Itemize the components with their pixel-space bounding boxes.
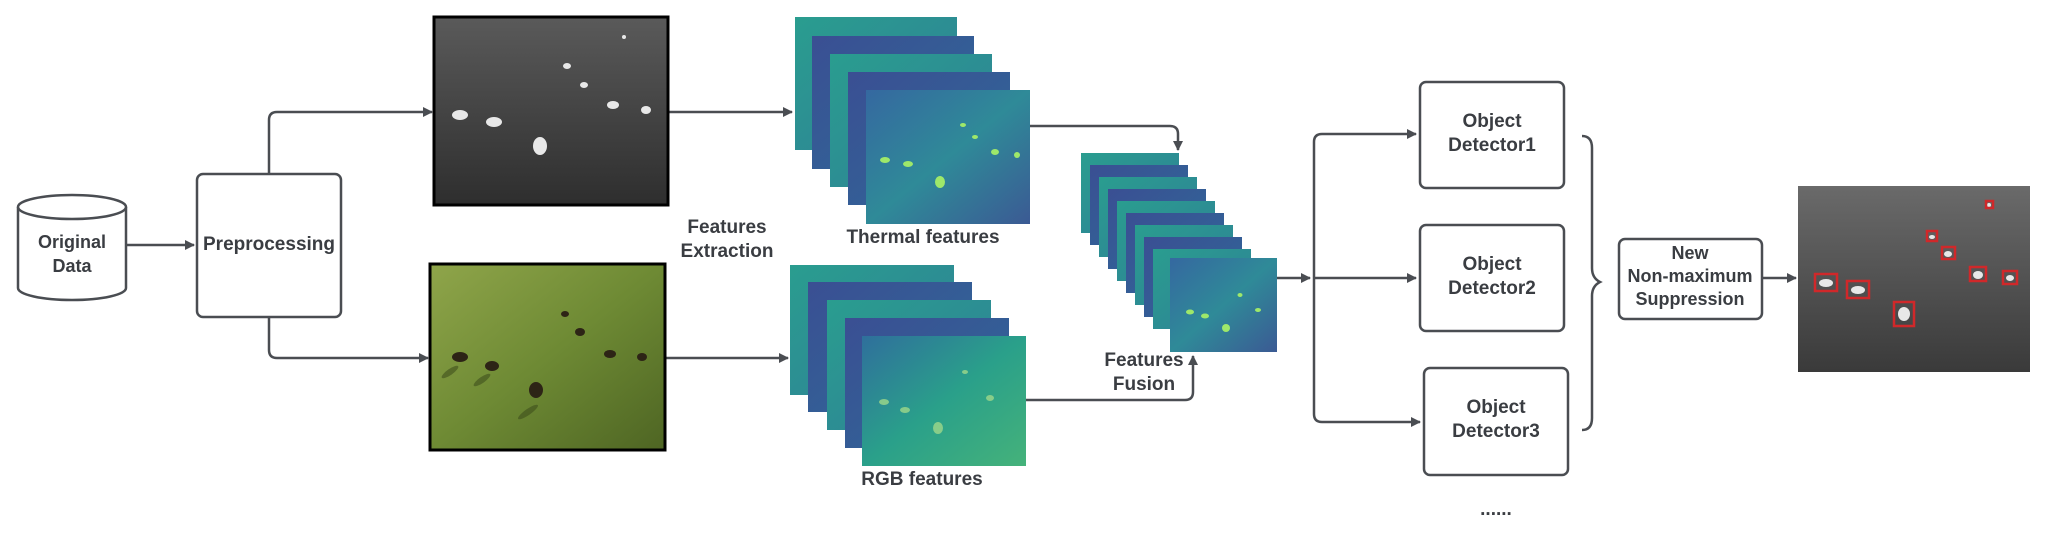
features-fusion-label-line2: Fusion — [1113, 374, 1175, 395]
rgb-input-image — [428, 262, 667, 452]
detection-box — [1940, 245, 1957, 261]
rgb-feature-spots — [879, 370, 994, 434]
detector2-label-line1: Object — [1462, 254, 1522, 275]
thermal-features-label: Thermal features — [846, 227, 999, 248]
more-detectors-ellipsis: ...... — [1480, 499, 1512, 520]
original-data-label-line1: Original — [38, 232, 106, 252]
arrow-to-detector1 — [1312, 129, 1417, 278]
original-data-node: Original Data — [16, 193, 128, 302]
arrow-thermal-features-to-fusion — [1030, 124, 1183, 151]
detectors-brace — [1581, 134, 1603, 432]
detector3-label-line2: Detector3 — [1452, 421, 1540, 442]
object-detector3-node: Object Detector3 — [1422, 366, 1570, 477]
features-extraction-label-line1: Features — [687, 217, 766, 238]
fused-feature-stack — [1081, 153, 1277, 352]
detector1-label-line1: Object — [1462, 111, 1522, 132]
thermal-input-image — [432, 15, 670, 207]
features-fusion-label-line1: Features — [1104, 350, 1183, 371]
rgb-animals — [452, 311, 647, 398]
thermal-feature-spots — [880, 123, 1020, 188]
connectors — [127, 107, 1797, 427]
rgb-shadows — [441, 365, 538, 420]
detection-box — [2001, 269, 2019, 286]
object-detector1-node: Object Detector1 — [1418, 80, 1566, 190]
thermal-feature-stack — [795, 17, 1030, 224]
features-extraction-label-line2: Extraction — [681, 241, 774, 262]
fused-feature-map-front — [1170, 258, 1277, 352]
output-animals — [1819, 203, 2014, 321]
detection-box — [1892, 300, 1916, 328]
nms-node: New Non-maximum Suppression — [1617, 237, 1764, 321]
rgb-feature-map-front — [862, 336, 1026, 466]
detector3-label-line1: Object — [1466, 397, 1526, 418]
arrow-preprocessing-to-rgb — [267, 317, 429, 363]
detection-box — [1925, 229, 1939, 243]
detection-boxes — [1813, 199, 2019, 328]
preprocessing-node: Preprocessing — [195, 172, 343, 319]
detection-box — [1845, 279, 1871, 300]
fused-feature-spots — [1186, 293, 1261, 332]
detection-box — [1968, 265, 1988, 283]
arrow-rgb-features-to-fusion — [1026, 355, 1198, 402]
detection-box — [1813, 272, 1839, 293]
preprocessing-label: Preprocessing — [203, 234, 335, 255]
rgb-feature-stack — [790, 265, 1026, 466]
nms-label-line2: Non-maximum — [1627, 266, 1752, 286]
original-data-label-line2: Data — [52, 256, 92, 276]
output-detection-image — [1798, 186, 2030, 372]
arrow-preprocessing-to-thermal — [267, 107, 433, 174]
nms-label-line1: New — [1671, 243, 1709, 263]
thermal-feature-map-front — [866, 90, 1030, 224]
detection-box — [1984, 199, 1995, 210]
rgb-features-label: RGB features — [861, 469, 982, 490]
arrow-to-detector3 — [1312, 278, 1421, 427]
object-detector2-node: Object Detector2 — [1418, 223, 1566, 333]
thermal-animals — [452, 35, 651, 155]
detector1-label-line2: Detector1 — [1448, 135, 1536, 156]
nms-label-line3: Suppression — [1635, 289, 1744, 309]
detector2-label-line2: Detector2 — [1448, 278, 1536, 299]
